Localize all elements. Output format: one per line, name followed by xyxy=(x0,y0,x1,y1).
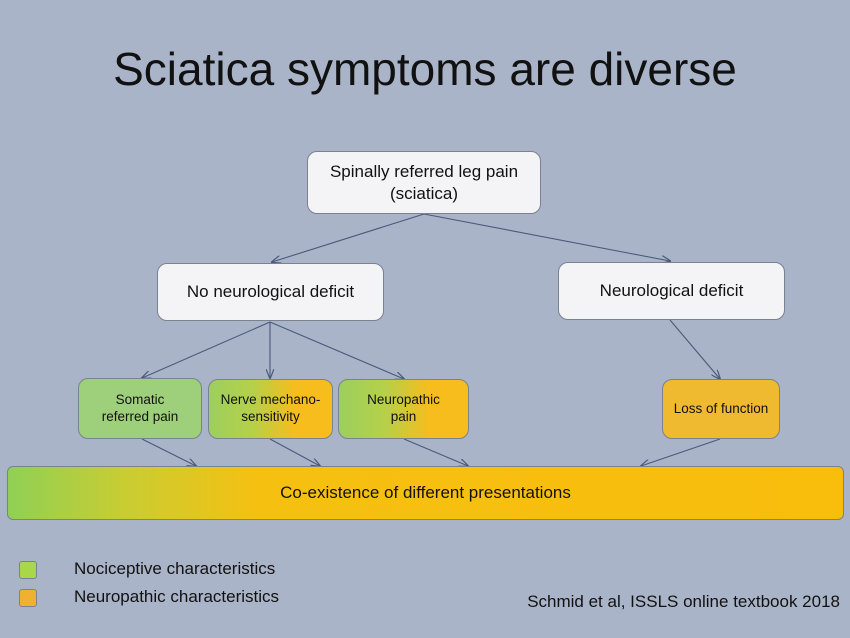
page-title: Sciatica symptoms are diverse xyxy=(113,43,737,95)
legend-neuropathic-swatch xyxy=(19,589,37,607)
coexistence-label: Co-existence of different presentations xyxy=(280,483,571,503)
arrow-root-to-no-deficit xyxy=(272,213,425,262)
legend-neuropathic-label: Neuropathic characteristics xyxy=(74,587,280,606)
arrow-deficit-to-loss xyxy=(669,319,720,379)
root-node: Spinally referred leg pain (sciatica) xyxy=(307,151,541,214)
arrow-neuropathic-to-bar xyxy=(403,438,468,466)
arrow-loss-to-bar xyxy=(641,438,721,466)
neuropathic-node: Neuropathic pain xyxy=(338,379,469,439)
mechano-node: Nerve mechano- sensitivity xyxy=(208,379,333,439)
legend-nociceptive-label: Nociceptive characteristics xyxy=(74,559,276,578)
neuropathic-label: Neuropathic pain xyxy=(367,392,440,424)
arrow-somatic-to-bar xyxy=(141,438,196,466)
no-deficit-node: No neurological deficit xyxy=(157,263,384,321)
arrow-no-deficit-to-neuropathic xyxy=(269,321,404,379)
deficit-node: Neurological deficit xyxy=(558,262,785,320)
somatic-node: Somatic referred pain xyxy=(78,378,202,439)
arrow-mechano-to-bar xyxy=(269,438,320,466)
arrow-no-deficit-to-somatic xyxy=(142,321,271,378)
source-citation: Schmid et al, ISSLS online textbook 2018 xyxy=(527,592,840,611)
somatic-label: Somatic referred pain xyxy=(101,391,179,424)
root-node-label: Spinally referred leg pain (sciatica) xyxy=(329,162,519,203)
no-deficit-label: No neurological deficit xyxy=(186,282,355,302)
legend-nociceptive-swatch xyxy=(19,561,37,579)
loss-node: Loss of function xyxy=(662,379,780,439)
mechano-label: Nerve mechano- sensitivity xyxy=(220,392,321,424)
loss-label: Loss of function xyxy=(673,400,769,416)
deficit-label: Neurological deficit xyxy=(599,281,744,301)
arrow-root-to-deficit xyxy=(423,213,670,261)
coexistence-bar: Co-existence of different presentations xyxy=(7,466,844,520)
